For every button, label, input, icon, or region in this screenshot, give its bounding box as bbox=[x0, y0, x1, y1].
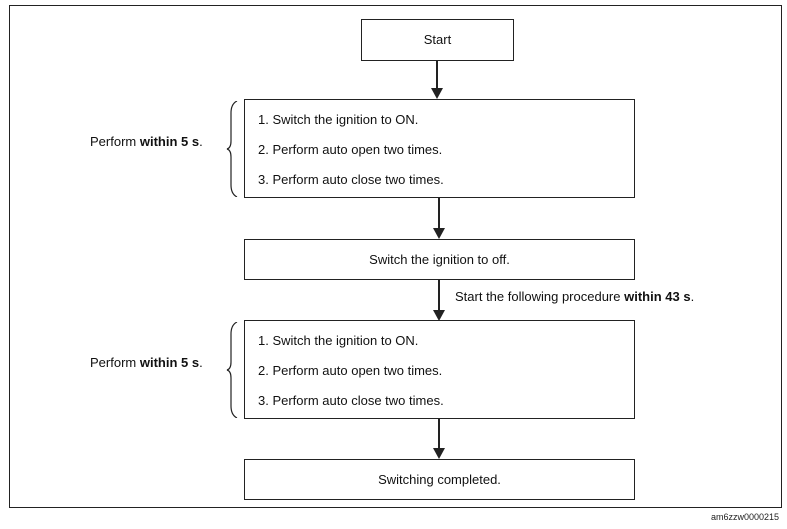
step-2-3: 3. Perform auto close two times. bbox=[258, 393, 444, 408]
perform-label-2: Perform within 5 s. bbox=[90, 355, 203, 370]
step-1-1: 1. Switch the ignition to ON. bbox=[258, 112, 419, 127]
arrow-start-to-group1 bbox=[436, 61, 438, 88]
end-node: Switching completed. bbox=[244, 459, 635, 500]
arrow-head-1 bbox=[431, 88, 443, 99]
perform-label-1: Perform within 5 s. bbox=[90, 134, 203, 149]
step-1-2: 2. Perform auto open two times. bbox=[258, 142, 443, 157]
end-label: Switching completed. bbox=[378, 471, 501, 487]
figure-id: am6zzw0000215 bbox=[710, 512, 779, 522]
ignition-off-label: Switch the ignition to off. bbox=[369, 251, 510, 267]
start-label: Start bbox=[423, 32, 452, 47]
transition-note: Start the following procedure within 43 … bbox=[455, 289, 695, 304]
diagram-frame bbox=[9, 5, 782, 508]
step-1-3: 3. Perform auto close two times. bbox=[258, 172, 444, 187]
arrow-head-3 bbox=[433, 310, 445, 321]
start-node: Start bbox=[361, 19, 514, 61]
arrow-group2-to-end bbox=[438, 419, 440, 448]
steps-box-1: 1. Switch the ignition to ON. 2. Perform… bbox=[244, 99, 635, 198]
step-2-1: 1. Switch the ignition to ON. bbox=[258, 333, 419, 348]
steps-box-2: 1. Switch the ignition to ON. 2. Perform… bbox=[244, 320, 635, 419]
arrow-off-to-group2 bbox=[438, 280, 440, 310]
arrow-head-2 bbox=[433, 228, 445, 239]
brace-group-2 bbox=[226, 322, 238, 418]
step-2-2: 2. Perform auto open two times. bbox=[258, 363, 443, 378]
arrow-head-4 bbox=[433, 448, 445, 459]
arrow-group1-to-off bbox=[438, 198, 440, 228]
brace-group-1 bbox=[226, 101, 238, 197]
ignition-off-node: Switch the ignition to off. bbox=[244, 239, 635, 280]
